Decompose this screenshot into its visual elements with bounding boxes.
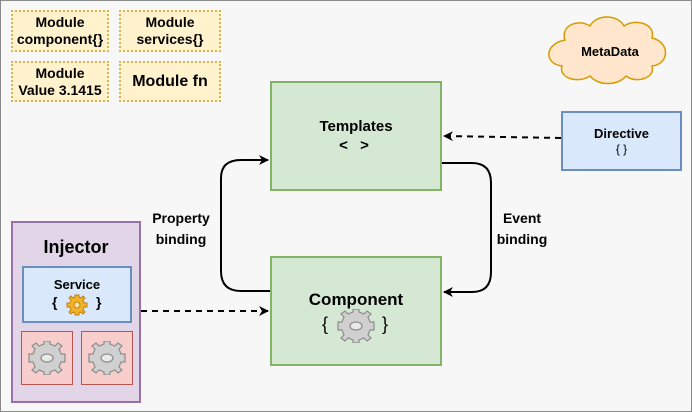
module-value-line2: Value 3.1415 [18, 81, 102, 98]
module-services-line1: Module [145, 14, 195, 30]
gear-icon [88, 341, 126, 375]
module-component-note: Module component{} [11, 10, 109, 52]
module-value-note: Module Value 3.1415 [11, 61, 109, 102]
gear-icon [28, 341, 66, 375]
service-title: Service [53, 277, 101, 292]
directive-title: Directive [594, 126, 649, 141]
module-fn-note: Module fn [119, 61, 221, 102]
service-brace-open: { [52, 294, 58, 310]
component-brace-open: { [322, 314, 329, 334]
module-services-note: Module services{} [119, 10, 221, 52]
property-binding-line1: Property [152, 210, 210, 226]
injector-title: Injector [43, 237, 109, 257]
property-binding-line2: binding [155, 231, 207, 247]
component-node: Component { } [270, 256, 442, 366]
injector-slot-2 [81, 331, 133, 385]
property-binding-label: Property binding [140, 208, 222, 250]
templates-node: Templates < > [270, 81, 442, 191]
module-services-line2: services{} [136, 31, 204, 47]
gear-icon [337, 309, 375, 343]
module-component-line1: Module [35, 14, 85, 30]
module-fn-label: Module fn [132, 73, 208, 90]
gear-icon [66, 294, 88, 316]
module-value-line1: Module [35, 64, 85, 81]
directive-node: Directive { } [561, 111, 682, 171]
component-title: Component [308, 290, 404, 309]
service-brace-close: } [96, 294, 102, 310]
templates-title: Templates [319, 118, 393, 135]
directive-symbol: { } [615, 142, 628, 156]
templates-symbol: < > [339, 137, 373, 154]
injector-container: Injector Service { } [11, 221, 141, 403]
event-binding-label: Event binding [486, 208, 558, 250]
injector-slot-1 [21, 331, 73, 385]
event-binding-line2: binding [496, 231, 548, 247]
component-brace-close: } [382, 314, 389, 334]
event-binding-line1: Event [502, 210, 542, 226]
service-node: Service { } [22, 266, 132, 323]
metadata-label: MetaData [581, 44, 639, 59]
module-component-line2: component{} [16, 31, 104, 47]
